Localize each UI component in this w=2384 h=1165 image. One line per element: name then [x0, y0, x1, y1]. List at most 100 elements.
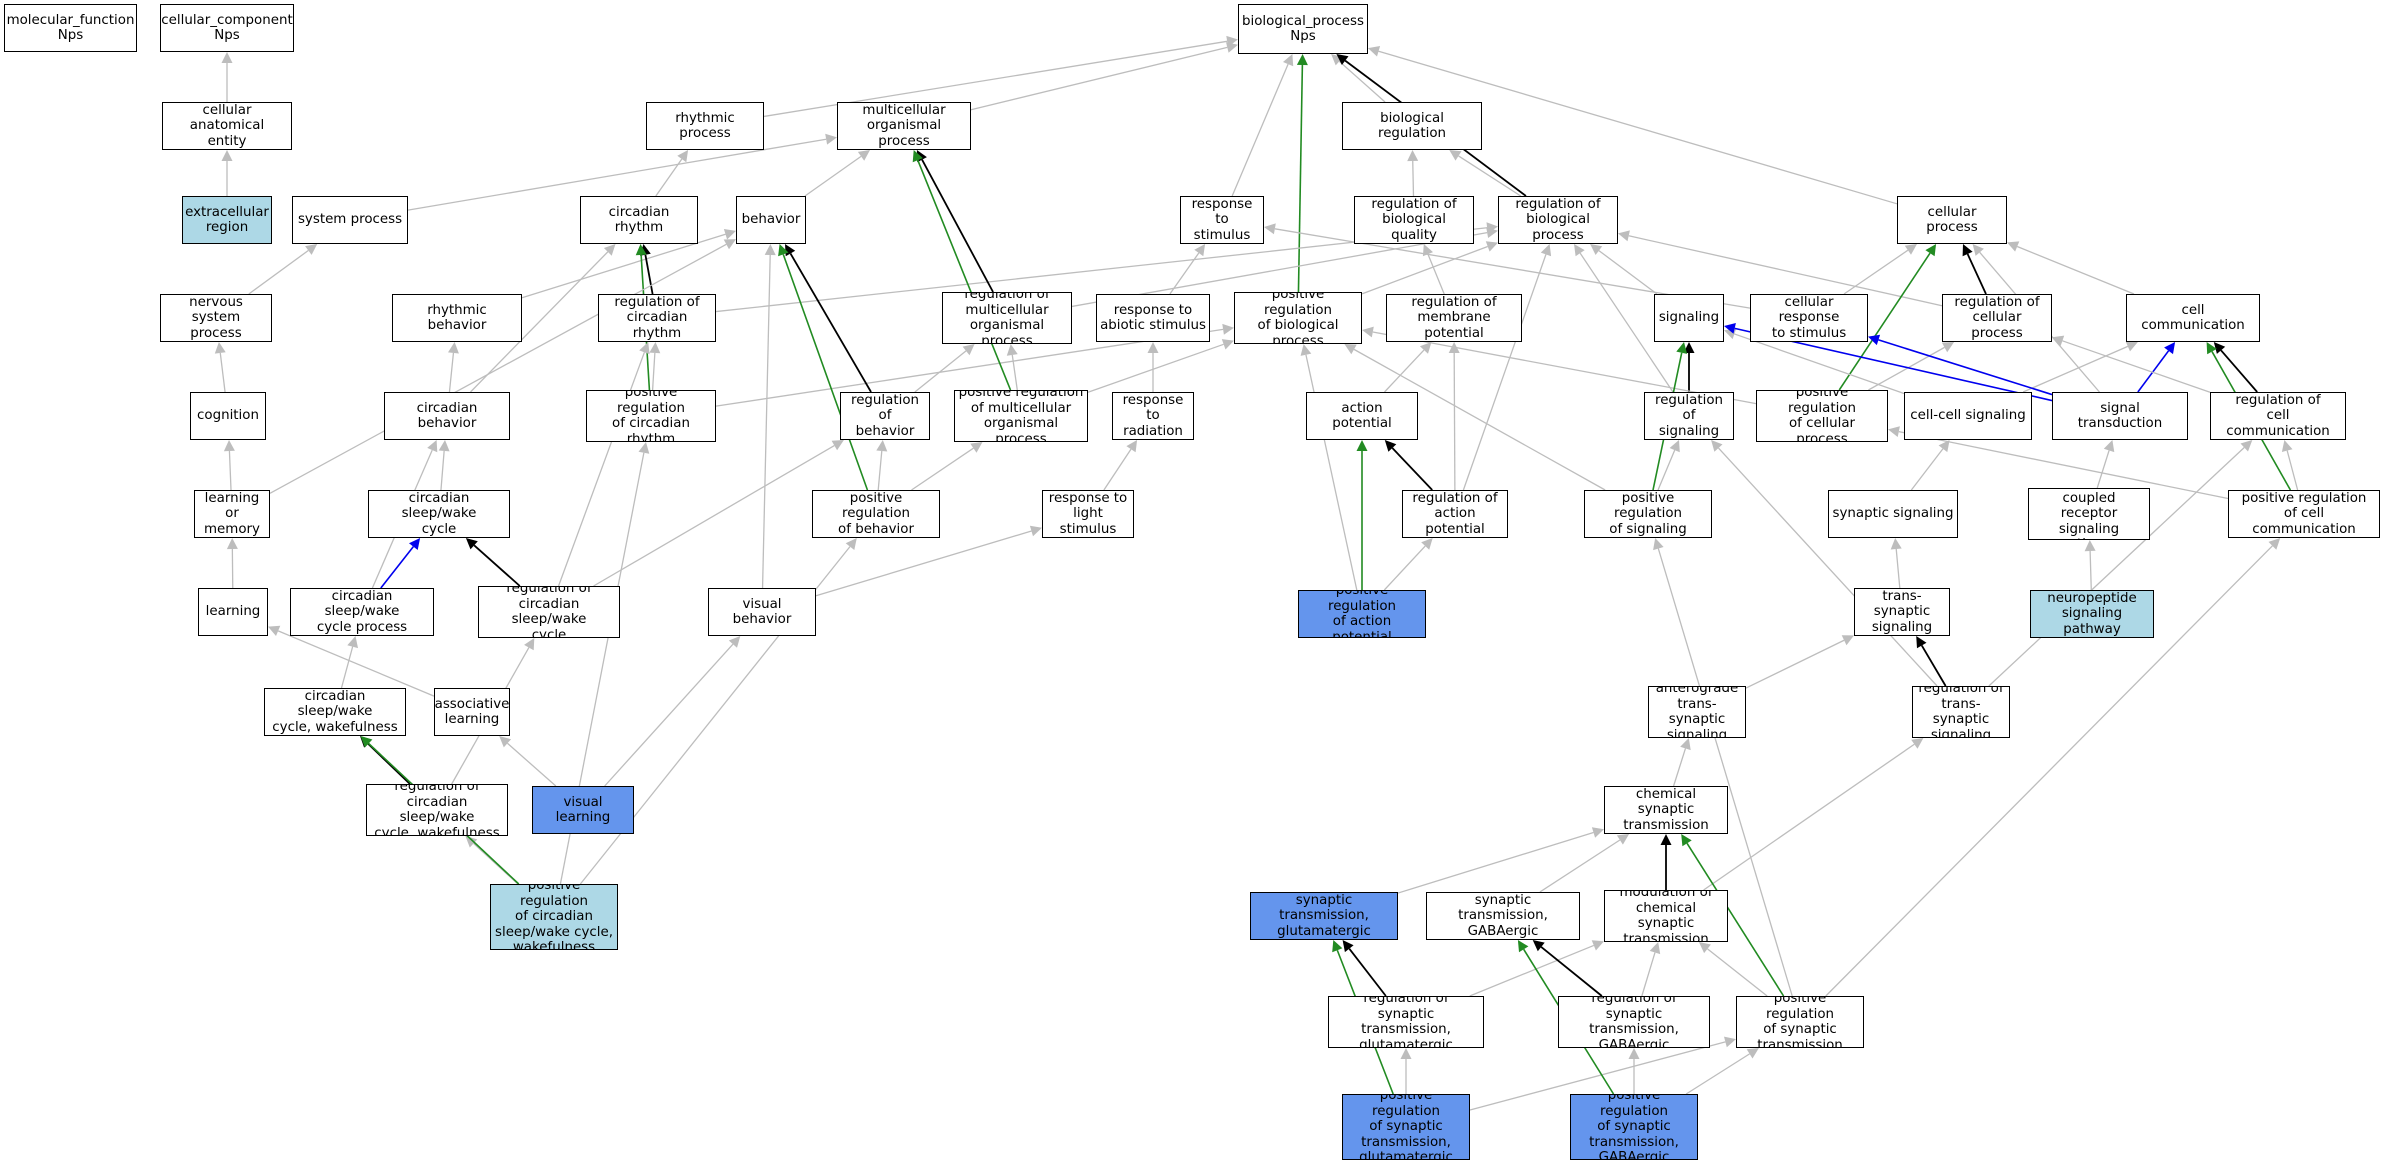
edge-is-a	[1383, 545, 1426, 591]
edge-arrowhead	[1362, 326, 1374, 338]
edge-arrowhead	[2103, 440, 2115, 453]
node-synaptic-transmission-glutamatergic: synaptic transmission, glutamatergic	[1250, 892, 1398, 940]
edge-arrowhead	[2240, 440, 2253, 452]
edge-arrowhead	[1941, 342, 1955, 353]
edge-arrowhead	[649, 342, 661, 354]
edge-is-a	[277, 630, 435, 697]
edge-arrowhead	[1421, 538, 1433, 550]
node-circadian-sleep-wake-cycle: circadian sleep/wake cycle	[368, 490, 510, 538]
node-cell-cell-signaling: cell-cell signaling	[1904, 392, 2032, 440]
edge-arrowhead	[1344, 344, 1357, 355]
node-signal-transduction: signal transduction	[2052, 392, 2188, 440]
edge-is-a	[804, 155, 862, 197]
node-modulation-of-chemical-synaptic-transmission: modulation of chemical synaptic transmis…	[1604, 890, 1728, 942]
node-system-process: system process	[292, 196, 408, 244]
edge-arrowhead	[1653, 538, 1664, 551]
edge-arrowhead	[1342, 940, 1354, 953]
edge-arrowhead	[1532, 940, 1545, 952]
edge-arrowhead	[876, 440, 888, 452]
node-regulation-of-behavior: regulation of behavior	[840, 392, 930, 440]
edge-arrowhead	[465, 836, 478, 848]
edge-arrowhead	[1448, 342, 1460, 353]
edge-arrowhead	[360, 736, 373, 748]
edge-arrowhead	[1226, 42, 1238, 53]
edge-arrowhead	[639, 342, 650, 355]
edge-arrowhead	[1724, 323, 1736, 334]
node-regulation-of-action-potential: regulation of action potential	[1402, 490, 1508, 538]
node-positive-regulation-of-behavior: positive regulation of behavior	[812, 490, 940, 538]
edge-arrowhead	[2125, 341, 2138, 352]
edge-arrowhead	[214, 342, 226, 354]
node-associative-learning: associative learning	[434, 688, 510, 736]
edge-is-a	[1745, 639, 1845, 689]
node-biological-process: biological_process Nps	[1238, 4, 1368, 54]
edge-is-a	[970, 46, 1228, 111]
edge-is-a	[269, 243, 727, 494]
node-biological-regulation: biological regulation	[1342, 102, 1482, 150]
edge-is-a	[1598, 250, 1658, 295]
edge-arrowhead	[524, 638, 535, 651]
edge-is-a	[470, 251, 609, 393]
edge-arrowhead	[1194, 244, 1206, 257]
edge-is-a	[1231, 63, 1289, 197]
edge-arrowhead	[2213, 342, 2226, 354]
edge-arrowhead	[226, 538, 238, 550]
edge-is-a	[1103, 448, 1132, 491]
node-learning: learning	[198, 588, 268, 636]
edge-is-a	[1469, 944, 1595, 997]
edge-arrowhead	[2052, 335, 2065, 346]
edge-is-a	[1707, 948, 1768, 997]
node-cellular-process: cellular process	[1897, 196, 2007, 244]
edge-is-a	[1868, 346, 1945, 391]
edge-arrowhead	[448, 342, 459, 354]
node-action-potential: action potential	[1306, 392, 1418, 440]
edge-is-a	[815, 530, 1032, 597]
edge-arrowhead	[1746, 1048, 1759, 1059]
edge-arrowhead	[1925, 244, 1937, 257]
edge-arrowhead	[638, 442, 650, 454]
edge-arrowhead	[1683, 342, 1695, 353]
edge-arrowhead	[2268, 538, 2281, 550]
edge-arrowhead	[2206, 342, 2217, 355]
edge-regulates	[644, 254, 654, 295]
edge-is-a	[1412, 160, 1415, 197]
node-positive-regulation-of-action-potential: positive regulation of action potential	[1298, 590, 1426, 638]
edge-is-a	[1458, 155, 1522, 197]
node-neuropeptide-signaling-pathway: neuropeptide signaling pathway	[2030, 590, 2154, 638]
edge-is-a	[1718, 447, 1938, 687]
node-circadian-sleep-wake-cycle-process: circadian sleep/wake cycle process	[290, 588, 434, 636]
edge-arrowhead	[409, 538, 421, 550]
node-anterograde-trans-synaptic-signaling: anterograde trans-synaptic signaling	[1648, 686, 1746, 738]
node-regulation-of-synaptic-transmission-gabaergic: regulation of synaptic transmission, GAB…	[1558, 996, 1710, 1048]
edge-positively-regulates	[782, 254, 869, 491]
edge-arrowhead	[2084, 540, 2096, 552]
edge-arrowhead	[831, 440, 844, 451]
edge-is-a	[1910, 448, 1944, 491]
node-response-to-light-stimulus: response to light stimulus	[1042, 490, 1134, 538]
edge-arrowhead	[1422, 244, 1433, 257]
edge-regulates	[921, 159, 994, 293]
edge-is-a	[877, 450, 883, 491]
edge-arrowhead	[1680, 738, 1691, 751]
node-positive-regulation-of-biological-process: positive regulation of biological proces…	[1234, 292, 1362, 344]
edge-arrowhead	[1904, 244, 1917, 255]
edge-arrowhead	[1628, 1048, 1640, 1059]
edge-arrowhead	[1407, 150, 1419, 162]
node-positive-regulation-of-cell-communication: positive regulation of cell communicatio…	[2228, 490, 2380, 538]
edge-arrowhead	[912, 150, 923, 163]
edge-is-a	[1579, 252, 1674, 393]
edge-arrowhead	[1264, 223, 1276, 235]
node-extracellular-region: extracellular region	[182, 196, 272, 244]
node-synaptic-transmission-gabaergic: synaptic transmission, GABAergic	[1426, 892, 1580, 940]
edge-is-a	[763, 40, 1228, 118]
node-regulation-of-biological-quality: regulation of biological quality	[1354, 196, 1474, 244]
edge-is-a	[1895, 548, 1901, 589]
node-positive-regulation-of-multicellular-organismal-process: positive regulation of multicellular org…	[954, 390, 1088, 442]
edge-arrowhead	[1660, 834, 1672, 845]
node-positive-regulation-of-signaling: positive regulation of signaling	[1584, 490, 1712, 538]
edge-arrowhead	[723, 239, 736, 250]
edge-is-a	[911, 447, 974, 491]
edge-is-a	[1338, 60, 1386, 103]
